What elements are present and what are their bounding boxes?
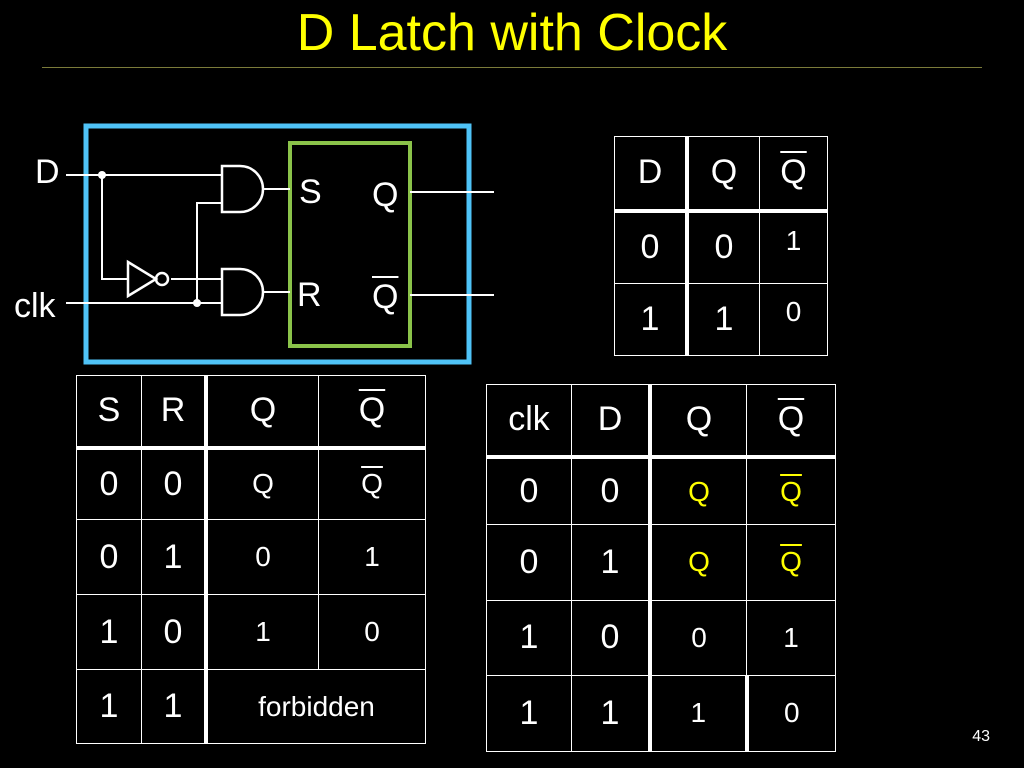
header-d: D [571, 383, 652, 459]
table-cell: 1 [759, 210, 828, 284]
d-latch-circuit [66, 123, 494, 365]
table-cell: 0 [759, 282, 828, 357]
table-cell: 0 [486, 524, 572, 601]
header-d: D [614, 135, 689, 213]
table-cell: Q [649, 524, 747, 601]
table-cell: 1 [141, 669, 208, 744]
table-cell: 0 [746, 674, 836, 753]
junction-d [98, 171, 106, 179]
page-number: 43 [972, 728, 990, 745]
header-q: Q [649, 383, 747, 459]
header-q: Q [686, 135, 760, 213]
table-cell: 1 [205, 594, 319, 670]
table-cell: 0 [76, 447, 142, 520]
table-cell: 0 [571, 456, 652, 526]
table-cell: 1 [141, 519, 208, 595]
table-cell: 0 [141, 447, 208, 520]
table-cell: 1 [76, 669, 142, 744]
d-to-inverter-wire [101, 175, 128, 280]
table-cell: 1 [571, 524, 652, 601]
table-cell: 1 [649, 674, 749, 753]
table-sr-latch: S R Q Q 0 0 Q Q 0 1 0 1 1 0 1 0 1 1 forb… [76, 375, 426, 744]
input-clk-label: clk [14, 287, 56, 325]
table-cell: Q [205, 447, 319, 520]
table-cell: 1 [746, 599, 836, 676]
header-clk: clk [486, 383, 572, 459]
table-clocked-d-latch: clk D Q Q 0 0 Q Q 0 1 Q Q 1 0 0 1 1 1 1 … [486, 383, 836, 753]
table-cell: 1 [318, 519, 426, 595]
table-cell: 1 [614, 282, 689, 357]
table-cell: 1 [486, 599, 572, 676]
header-s: S [76, 375, 142, 450]
inverter [126, 259, 159, 299]
clk-to-and-wire [196, 202, 222, 303]
table-cell: 0 [486, 456, 572, 526]
table-cell: 1 [571, 674, 652, 753]
header-qbar: Q [318, 375, 426, 450]
table-cell: Q [649, 456, 747, 526]
table-cell: Q [318, 447, 426, 520]
and-gate-top [220, 164, 265, 214]
table-cell: 0 [205, 519, 319, 595]
header-qbar: Q [746, 383, 836, 459]
and-gate-bottom [220, 267, 265, 317]
table-cell: 1 [686, 282, 760, 357]
table-cell: 0 [614, 210, 689, 284]
header-r: R [141, 375, 208, 450]
inverter-bubble [154, 271, 170, 287]
slide-title: D Latch with Clock [296, 4, 728, 62]
table-cell: Q [746, 524, 836, 601]
table-cell: 0 [318, 594, 426, 670]
sr-latch-box [288, 141, 412, 348]
table-cell: Q [746, 456, 836, 526]
title-rule [42, 67, 982, 68]
latch-s-label: S [299, 173, 322, 211]
table-d-latch: D Q Q 0 0 1 1 1 0 [614, 135, 828, 357]
table-cell: 1 [486, 674, 572, 753]
latch-r-label: R [297, 276, 322, 314]
outer-box [83, 123, 472, 365]
latch-qbar-label: Q [372, 278, 399, 316]
header-qbar: Q [759, 135, 828, 213]
table-cell: 1 [76, 594, 142, 670]
table-cell: 0 [141, 594, 208, 670]
forbidden-cell: forbidden [205, 669, 426, 744]
table-cell: 0 [649, 599, 747, 676]
table-cell: 0 [686, 210, 760, 284]
table-cell: 0 [76, 519, 142, 595]
junction-clk [193, 299, 201, 307]
input-d-label: D [35, 153, 60, 191]
latch-q-label: Q [372, 176, 399, 214]
table-cell: 0 [571, 599, 652, 676]
header-q: Q [205, 375, 319, 450]
